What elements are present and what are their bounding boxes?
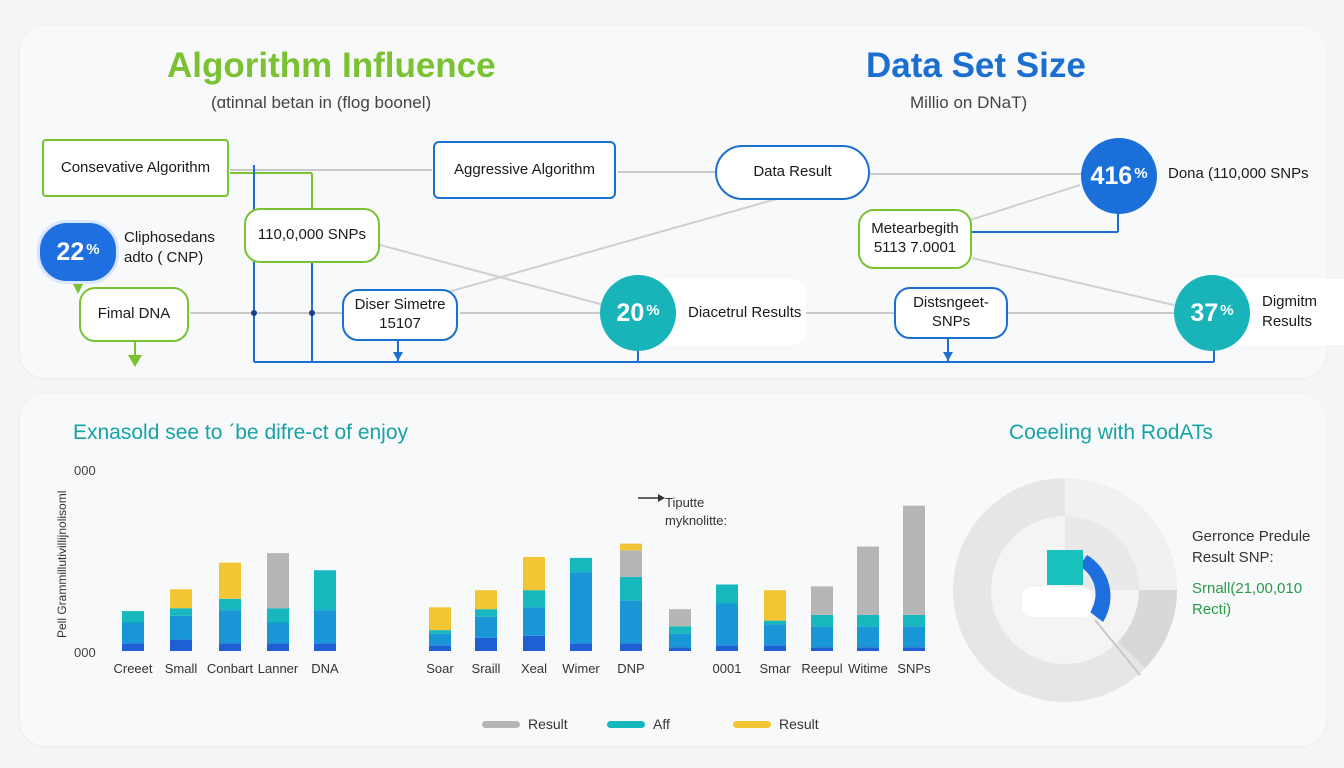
donut-green-text: Srnall(21,00,010 Recti) — [1192, 580, 1303, 618]
data-set-size-subtitle: Millio on DNaT) — [910, 93, 1028, 112]
metearbegith-node[interactable]: Metearbegith 5113 7.0001 — [858, 209, 972, 269]
diser-simetre-node[interactable]: Diser Simetre 15107 — [342, 289, 458, 341]
diacetrul-results-label: Diacetrul Results — [688, 304, 802, 321]
badge-37-percent: 37% — [1174, 275, 1250, 351]
algorithm-influence-title: Algorithm Influence — [167, 46, 496, 85]
y-axis-label: Pell Grammillutivillijnolisoml — [55, 490, 69, 638]
legend-swatch-gray — [482, 720, 520, 728]
donut-blue-arc — [1079, 555, 1111, 622]
legend-item-aff: Aff — [607, 716, 670, 732]
connector-lines — [72, 165, 1215, 367]
legend-item-result-gray: Result — [482, 716, 568, 732]
dona-label: Dona (110,000 SNPs — [1168, 165, 1309, 182]
x-tick-label: 0001 — [712, 661, 742, 676]
donut-section-title: Coeeling with RodATs — [1009, 421, 1213, 444]
snps-node[interactable]: 110,0,000 SNPs — [244, 208, 380, 263]
metearbegith-line2: 5113 7.0001 — [873, 239, 957, 256]
distsngeet-line1: Distsngeet- — [913, 294, 989, 312]
annotation-arrow — [638, 494, 665, 502]
legend-swatch-teal — [607, 720, 645, 728]
data-set-size-title: Data Set Size — [866, 46, 1086, 85]
aggressive-algorithm-node[interactable]: Aggressive Algorithm — [433, 141, 616, 199]
final-dna-node[interactable]: Fimal DNA — [79, 287, 189, 342]
donut-center-label — [1022, 587, 1092, 617]
x-tick-label: SNPs — [897, 661, 931, 676]
data-result-node[interactable]: Data Result — [715, 145, 870, 200]
x-tick-label: Witime — [848, 661, 888, 676]
distsngeet-node[interactable]: Distsngeet- SNPs — [894, 287, 1008, 339]
y-tick-bottom: 000 — [74, 645, 96, 660]
badge-416-percent: 416% — [1081, 138, 1157, 214]
conservative-algorithm-node[interactable]: Consevative Algorithm — [42, 139, 229, 197]
digmitm-results-label: Digmitm Results — [1262, 293, 1317, 331]
x-tick-label: DNA — [311, 661, 339, 676]
x-tick-label: Xeal — [520, 661, 548, 676]
bar-chart-title: Exnasold see to ˊbe difre-ct of enjoy — [73, 421, 409, 444]
annotation-text: Tiputte myknolitte: — [665, 495, 728, 529]
distsngeet-line2: SNPs — [931, 313, 971, 330]
algorithm-influence-subtitle: (ɑtinnal betan in (flog boonel) — [211, 93, 432, 112]
legend-item-result-yellow: Result — [733, 716, 819, 732]
legend-swatch-yellow — [733, 720, 771, 728]
donut-chart — [953, 478, 1177, 702]
donut-teal-block — [1047, 550, 1083, 585]
metearbegith-line1: Metearbegith — [871, 220, 959, 238]
x-tick-label: Soar — [426, 661, 454, 676]
x-tick-label: Small — [164, 661, 198, 676]
diser-simetre-line1: Diser Simetre — [354, 296, 446, 314]
donut-legend-text: Gerronce Predule Result SNP: — [1192, 528, 1311, 566]
x-tick-label: DNP — [617, 661, 645, 676]
diser-simetre-line2: 15107 — [379, 315, 421, 332]
badge-22-percent: 22% — [37, 220, 119, 284]
x-tick-label: Sraill — [471, 661, 501, 676]
x-tick-label: Reepul — [801, 661, 843, 676]
badge-20-percent: 20% — [600, 275, 676, 351]
x-tick-label: Lanner — [257, 661, 299, 676]
x-tick-label: Smar — [759, 661, 791, 676]
x-tick-label: Wimer — [562, 661, 600, 676]
cliphosedans-label: Cliphosedans adto ( CNP) — [124, 229, 215, 267]
x-tick-label: Creeet — [113, 661, 153, 676]
x-tick-label: Conbart — [206, 661, 254, 676]
y-tick-top: 000 — [74, 463, 96, 478]
